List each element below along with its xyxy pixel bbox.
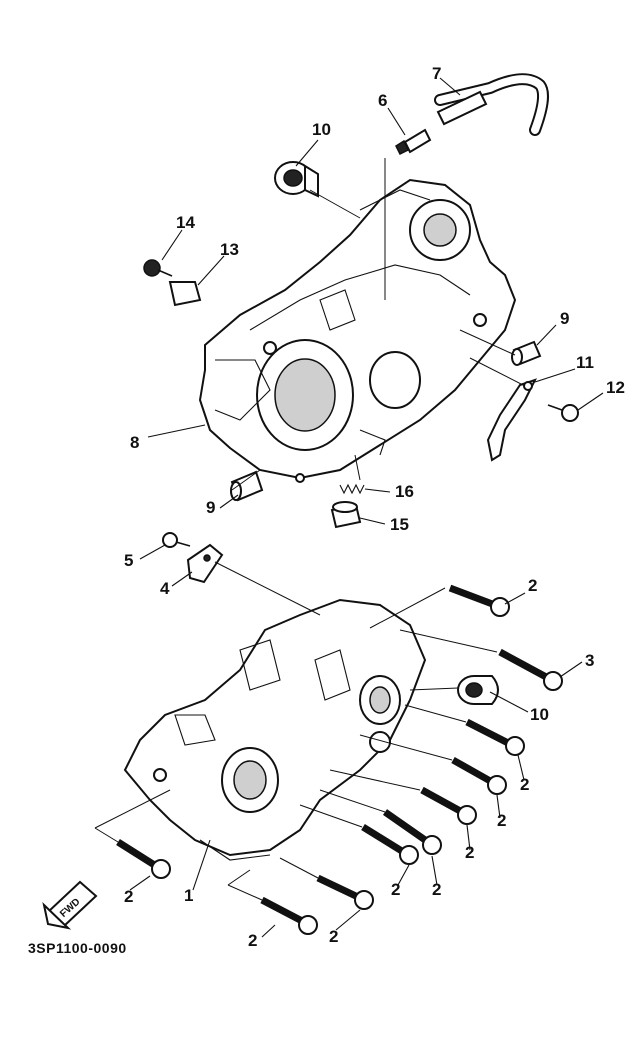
callout-1: 1 — [184, 886, 193, 905]
bolt-3 — [498, 648, 563, 691]
callout-13: 13 — [220, 240, 239, 259]
callout-10-upper: 10 — [312, 120, 331, 139]
alignment-lines — [94, 158, 526, 901]
callout-11: 11 — [576, 353, 594, 372]
dowel-pin-upper — [511, 340, 542, 366]
dowel-pin-lower — [230, 470, 264, 502]
bolt-2-low1 — [382, 809, 442, 855]
fwd-arrow-icon: FWD — [42, 880, 98, 930]
crankcase-right-half — [123, 598, 427, 861]
bolt-2-mid2 — [451, 756, 507, 795]
callout-labels: 7 6 10 14 13 9 11 12 8 9 16 15 5 4 2 3 1… — [124, 64, 625, 950]
bolt-2-low3 — [316, 874, 374, 910]
callout-14: 14 — [176, 213, 195, 232]
callout-2h: 2 — [248, 931, 257, 950]
screw-14 — [143, 259, 173, 277]
callout-12: 12 — [606, 378, 625, 397]
callout-2f: 2 — [391, 880, 400, 899]
drain-plug-15 — [330, 501, 362, 529]
chain-guide-11 — [486, 378, 537, 462]
callout-2i: 2 — [124, 887, 133, 906]
breather-hose — [434, 73, 550, 136]
bracket-13 — [168, 281, 202, 307]
holder-4 — [186, 543, 224, 584]
bolts — [116, 584, 563, 935]
callout-5: 5 — [124, 551, 133, 570]
bolt-2-low2 — [361, 824, 419, 865]
bolt-2-bottom — [260, 896, 318, 935]
crankcase-left-half — [198, 178, 517, 483]
callout-16: 16 — [395, 482, 414, 501]
bushing-upper — [274, 161, 319, 198]
callout-15: 15 — [390, 515, 409, 534]
callout-2b: 2 — [520, 775, 529, 794]
bolt-2-mid1 — [465, 718, 525, 756]
bushing-lower — [457, 675, 499, 705]
callout-7: 7 — [432, 64, 441, 83]
callout-2d: 2 — [465, 843, 474, 862]
callout-4: 4 — [160, 579, 170, 598]
leader-lines — [129, 77, 604, 938]
callout-2g: 2 — [329, 927, 338, 946]
diagram-code: 3SP1100-0090 — [28, 940, 127, 956]
screw-12 — [547, 404, 579, 422]
bolt-2-left — [116, 839, 171, 879]
screw-5 — [162, 532, 191, 548]
callout-3: 3 — [585, 651, 594, 670]
callout-10-lower: 10 — [530, 705, 549, 724]
callout-2e: 2 — [432, 880, 441, 899]
callout-2c: 2 — [497, 811, 506, 830]
callout-8: 8 — [130, 433, 139, 452]
callout-9-lower: 9 — [206, 498, 215, 517]
callout-9-upper: 9 — [560, 309, 569, 328]
callout-2a: 2 — [528, 576, 537, 595]
hose-fitting — [395, 128, 432, 156]
bolt-2-mid3 — [420, 786, 477, 825]
callout-6: 6 — [378, 91, 387, 110]
bolt-2-top — [448, 584, 510, 617]
spring-16 — [339, 483, 365, 495]
